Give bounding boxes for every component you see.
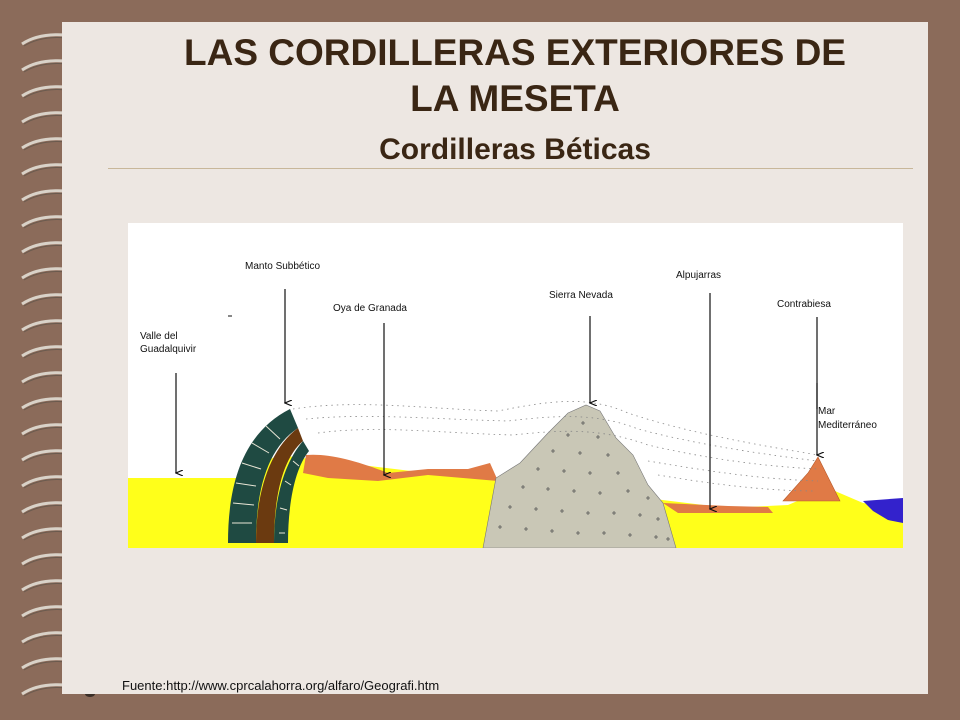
granite-cross [588, 471, 592, 475]
granite-cross [521, 485, 525, 489]
granite-cross [524, 527, 528, 531]
label-hoya-de-granada: Oya de Granada [333, 303, 407, 314]
granite-cross [498, 525, 502, 529]
granite-cross [602, 531, 606, 535]
granite-cross [576, 531, 580, 535]
alpujarras-strip [663, 503, 773, 513]
source-credit: Fuente:http://www.cprcalahorra.org/alfar… [122, 678, 440, 693]
geologic-cross-section: Valle del Guadalquivir Manto Subbético O… [128, 223, 903, 548]
granite-cross [551, 449, 555, 453]
label-mar-line-2: Mediterráneo [818, 420, 877, 431]
label-valle-line-1: Valle del [140, 331, 178, 342]
nappe-green-inner [274, 441, 309, 543]
granite-cross [666, 537, 670, 541]
granite-cross [508, 505, 512, 509]
granite-cross [656, 517, 660, 521]
granite-cross [536, 467, 540, 471]
dotted-overthrust-lines [292, 401, 821, 492]
granite-cross [596, 435, 600, 439]
granite-cross [581, 421, 585, 425]
mediterranean-sea [863, 498, 903, 523]
granite-cross [612, 511, 616, 515]
slide-title: LAS CORDILLERAS EXTERIORES DE LA MESETA [100, 30, 930, 122]
nappe-texture [232, 425, 300, 534]
granite-cross [578, 451, 582, 455]
granite-cross [572, 489, 576, 493]
granite-cross [566, 433, 570, 437]
granite-cross [546, 487, 550, 491]
granite-cross [646, 496, 650, 500]
label-sierra-nevada: Sierra Nevada [549, 290, 613, 301]
granite-cross [638, 513, 642, 517]
granite-cross [598, 491, 602, 495]
granite-cross [534, 507, 538, 511]
granite-cross [606, 453, 610, 457]
sierra-nevada-massif [482, 404, 677, 548]
granite-cross [562, 469, 566, 473]
label-mar-line-1: Mar [818, 406, 836, 417]
nappe-brown-band [256, 428, 303, 543]
granite-cross [628, 533, 632, 537]
cross-section-svg: Valle del Guadalquivir Manto Subbético O… [128, 261, 903, 548]
granite-cross [560, 509, 564, 513]
granite-cross [626, 489, 630, 493]
leader-arrows [176, 289, 817, 509]
title-line-2: LA MESETA [410, 78, 620, 119]
granite-cross [550, 529, 554, 533]
granite-cross [586, 511, 590, 515]
title-divider [108, 168, 913, 169]
nappe-green-band [228, 409, 298, 543]
contrabiesa-cone [782, 456, 841, 502]
granite-texture [498, 421, 670, 541]
depression-fill [303, 454, 498, 481]
label-alpujarras: Alpujarras [676, 270, 721, 281]
title-line-1: LAS CORDILLERAS EXTERIORES DE [184, 32, 846, 73]
granite-cross [616, 471, 620, 475]
label-manto-subbetico: Manto Subbético [245, 261, 320, 272]
granite-cross [654, 535, 658, 539]
label-contrabiesa: Contrabiesa [777, 299, 831, 310]
label-valle-line-2: Guadalquivir [140, 344, 197, 355]
slide-subtitle: Cordilleras Béticas [379, 133, 651, 166]
